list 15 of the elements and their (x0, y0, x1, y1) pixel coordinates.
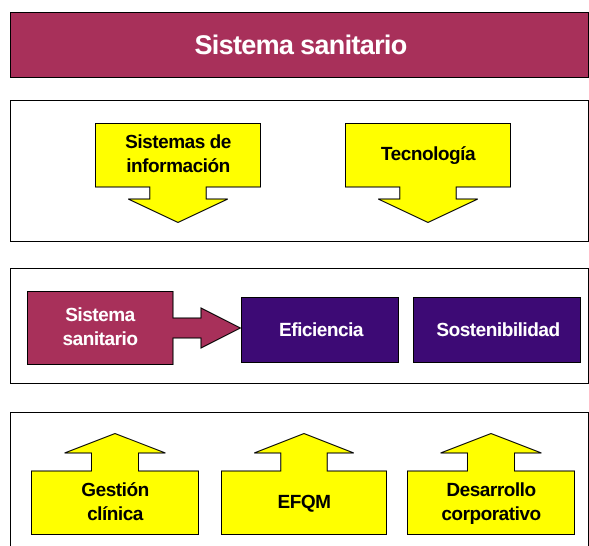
panel-box (10, 412, 589, 546)
panel-box (10, 268, 589, 384)
node-label: Tecnología (380, 143, 477, 167)
panel-box (10, 100, 589, 242)
node-label: Eficiencia (278, 319, 364, 343)
node-label: Sistema sanitario (193, 29, 408, 62)
node-label: Gestión clínica (80, 479, 150, 527)
title-band (10, 12, 589, 78)
node-label: Sistema sanitario (62, 304, 138, 352)
process-box (413, 297, 581, 363)
node-label: Sostenibilidad (435, 319, 561, 343)
process-box (241, 297, 399, 363)
node-label: Desarrollo corporativo (440, 479, 542, 527)
node-label: EFQM (276, 491, 332, 515)
node-label: Sistemas de información (124, 131, 232, 179)
